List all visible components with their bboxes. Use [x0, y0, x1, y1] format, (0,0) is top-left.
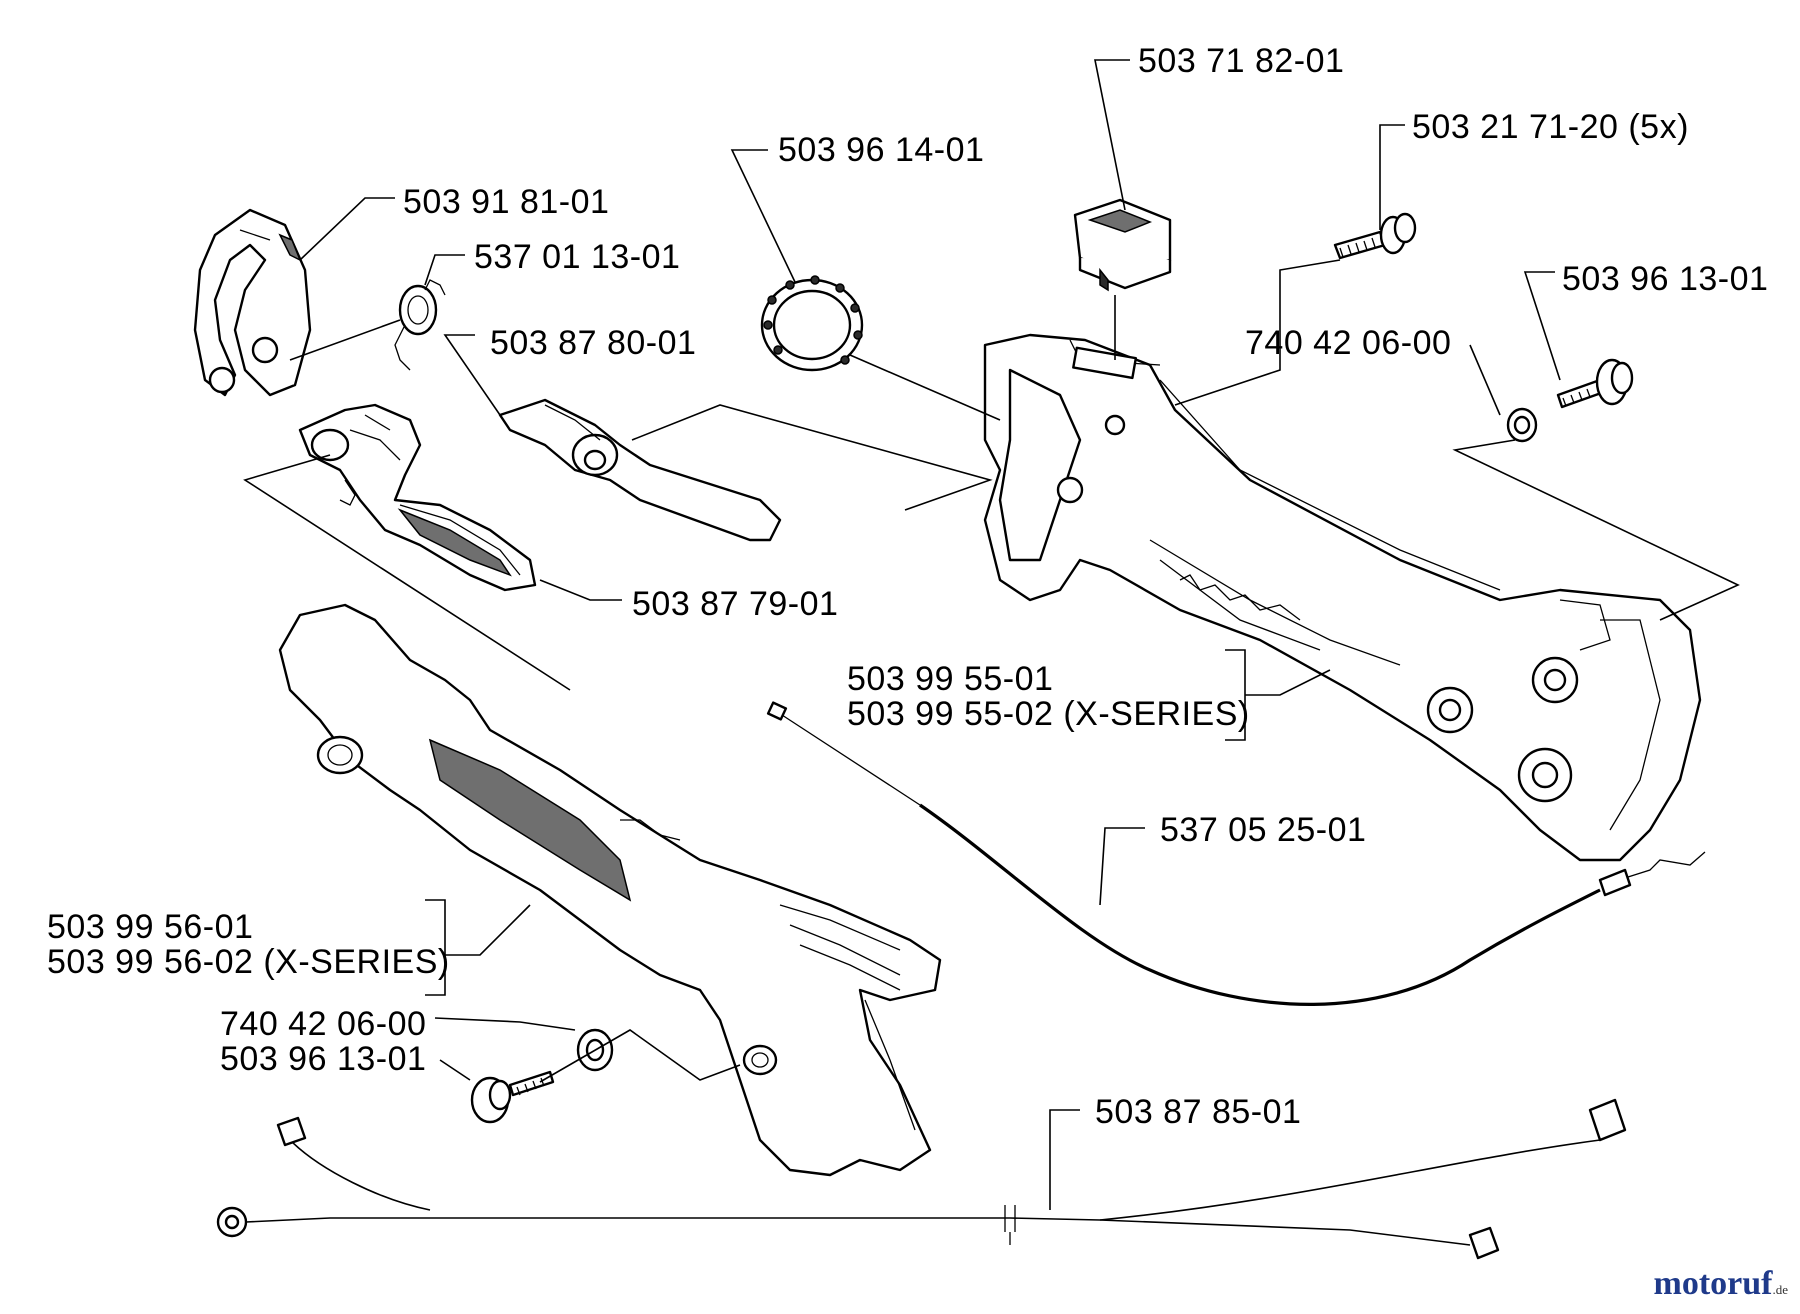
clamp: [193, 208, 312, 397]
label-ring: 503 96 14-01: [778, 131, 985, 169]
label-washer-left: 740 42 06-00: [220, 1005, 427, 1043]
ring-bearing: [760, 275, 864, 372]
brand-name: motoruf: [1653, 1265, 1773, 1302]
label-throttle-cable: 537 05 25-01: [1160, 811, 1367, 849]
brand-logo: motoruf.de: [1654, 1265, 1789, 1303]
label-switch: 503 71 82-01: [1138, 42, 1345, 80]
screw-washer-right: [1506, 358, 1634, 443]
label-washer-right: 740 42 06-00: [1245, 324, 1452, 362]
spring: [394, 279, 446, 371]
label-handle-half-left-std: 503 99 56-01: [47, 908, 254, 946]
label-clamp: 503 91 81-01: [403, 183, 610, 221]
label-screw-right: 503 96 13-01: [1562, 260, 1769, 298]
screw-washer-left: [470, 1028, 614, 1124]
label-handle-half-left: 503 99 56-01 503 99 56-02 (X-SERIES): [47, 910, 450, 979]
label-screw-5x: 503 21 71-20 (5x): [1412, 108, 1689, 146]
label-wire-harness: 503 87 85-01: [1095, 1093, 1302, 1131]
handle-half-right: [983, 333, 1702, 862]
label-lever-lock: 503 87 80-01: [490, 324, 697, 362]
label-handle-half-right: 503 99 55-01 503 99 55-02 (X-SERIES): [847, 662, 1250, 731]
leader-lines: [243, 59, 1740, 1210]
label-trigger: 503 87 79-01: [632, 585, 839, 623]
screw-5x: [1333, 212, 1417, 260]
lever-lock: [498, 398, 782, 542]
label-handle-half-right-x: 503 99 55-02 (X-SERIES): [847, 694, 1250, 733]
label-handle-half-right-std: 503 99 55-01: [847, 660, 1054, 698]
switch: [1073, 198, 1172, 292]
wire-harness: [216, 1098, 1627, 1260]
throttle-cable: [766, 701, 1706, 1006]
brand-tld: .de: [1772, 1282, 1788, 1297]
label-spring: 537 01 13-01: [474, 238, 681, 276]
label-handle-half-left-x: 503 99 56-02 (X-SERIES): [47, 942, 450, 981]
trigger: [298, 403, 537, 592]
label-screw-left: 503 96 13-01: [220, 1040, 427, 1078]
handle-half-left: [278, 603, 942, 1177]
